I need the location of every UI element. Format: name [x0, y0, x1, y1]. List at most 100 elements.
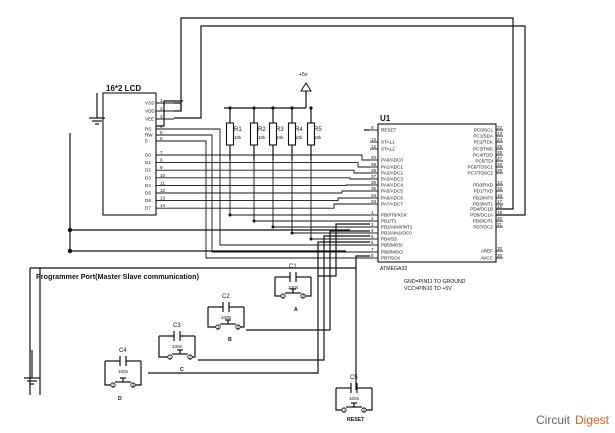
mcu-pin-number: 38: [371, 168, 377, 173]
lcd-pin-number: 12: [160, 188, 166, 193]
mcu-pin-number: 6: [371, 240, 374, 245]
mcu-pin-pb2-ain0-int2: PB2/AIN0/INT2: [381, 225, 413, 230]
mcu-pin-pa3-adc3: PA3/ADC3: [381, 177, 403, 182]
circuitdigest-logo: Circuit Digest: [536, 413, 610, 427]
resistor-value: 10k: [258, 135, 266, 140]
lcd-pin-number: 14: [160, 203, 166, 208]
mcu-pin-number: 23: [497, 131, 503, 136]
mcu-pin-pc7-tosc2: PC7/TOSC2: [468, 171, 494, 176]
button-label: D: [118, 396, 122, 402]
lcd-pin-d4: D4: [145, 183, 151, 188]
mcu-pin-number: 22: [497, 125, 503, 130]
button-pin-icon: [300, 293, 306, 299]
mcu-pin-pb0-t0-xck: PB0/T0/XCK: [381, 213, 408, 218]
svg-text:2: 2: [237, 325, 240, 330]
mcu-pin-number: 28: [497, 162, 503, 167]
mcu-pin-pa1-adc1: PA1/ADC1: [381, 165, 403, 170]
mcu-pin-pc4-tdo: PC4/TDO: [473, 153, 493, 158]
capacitor-value: 100n: [221, 315, 232, 320]
mcu-pin-pa4-adc4: PA4/ADC4: [381, 183, 403, 188]
logo-part2: Digest: [575, 413, 610, 427]
svg-text:1: 1: [282, 294, 285, 299]
mcu-pin-aref: AREF: [481, 249, 493, 254]
svg-text:2: 2: [302, 294, 305, 299]
mcu-pin-number: 27: [497, 156, 503, 161]
lcd-pin-d7: D7: [145, 206, 151, 211]
mcu-pin-pd7-oc2: PD7/OC2: [473, 225, 493, 230]
lcd-pin-number: 6: [160, 136, 163, 141]
button-label: C: [180, 367, 184, 373]
mcu-pin-number: 30: [497, 253, 503, 258]
lcd-pin-number: 1: [160, 98, 163, 103]
mcu-pin-avcc: AVCC: [481, 256, 494, 261]
mcu-pin-reset: RESET: [381, 128, 397, 133]
resistor-name: R1: [234, 127, 242, 133]
mcu-pin-pd2-int0: PD2/INT0: [473, 196, 494, 201]
supply-label: +5v: [299, 72, 308, 78]
capacitor-name: C4: [119, 348, 127, 354]
mcu-pin-number: 16: [497, 193, 503, 198]
mcu-pin-number: 26: [497, 150, 503, 155]
mcu-pin-number: 1: [371, 210, 374, 215]
mcu-pin-number: 12: [371, 144, 377, 149]
bottom-ground-icon: [24, 350, 40, 385]
capacitor-value: 100n: [288, 285, 299, 290]
button-label: B: [228, 337, 232, 343]
mcu-pin-pc0-scl: PC0/SCL: [474, 128, 494, 133]
svg-text:2: 2: [363, 408, 366, 413]
mcu-pin-number: 2: [371, 216, 374, 221]
button-pin-icon: [235, 324, 241, 330]
mcu-pin-number: 24: [497, 137, 503, 142]
button-pin-icon: [187, 354, 193, 360]
mcu-pin-number: 8: [371, 253, 374, 258]
lcd-pin-number: 7: [160, 150, 163, 155]
mcu-pin-pa7-adc7: PA7/ADC7: [381, 202, 403, 207]
lcd-pin-rw: RW: [145, 133, 153, 138]
mcu-pin-pd5-oc1a: PD5/OC1A: [470, 213, 494, 218]
svg-text:1: 1: [343, 408, 346, 413]
lcd-pin-d2: D2: [145, 168, 151, 173]
mcu-pin-number: 19: [497, 210, 503, 215]
power-notes: GND=PIN11 TO GROUND VCC=PIN10 TO +5V: [404, 279, 466, 292]
lcd-data-bus: [174, 128, 370, 259]
capacitor-name: C3: [173, 323, 181, 329]
lcd-title: 16*2 LCD: [106, 84, 141, 93]
mcu-pin-xtal1: XTAL1: [381, 140, 395, 145]
lcd-ground-icon: [89, 93, 105, 125]
mcu-pin-pa6-adc6: PA6/ADC6: [381, 196, 403, 201]
mcu-pin-number: 32: [497, 246, 503, 251]
mcu-pin-number: 21: [497, 222, 503, 227]
svg-text:1: 1: [169, 355, 172, 360]
mcu-pin-pb5-mosi: PB5/MOSI: [381, 243, 403, 248]
mcu-pin-number: 17: [497, 199, 503, 204]
mcu-pin-number: 34: [371, 193, 377, 198]
note-gnd: GND=PIN11 TO GROUND: [404, 279, 466, 285]
lcd-pin-number: 3: [160, 114, 163, 119]
lcd-pin-d1: D1: [145, 160, 151, 165]
button-pin-icon: [215, 324, 221, 330]
button-pin-icon: [280, 293, 286, 299]
resistor-value: 10k: [314, 135, 322, 140]
mcu-pin-pb1-t1: PB1/T1: [381, 219, 397, 224]
mcu-pin-number: 15: [497, 186, 503, 191]
mcu-pin-number: 13: [371, 137, 377, 142]
button-pin-icon: [361, 407, 367, 413]
mcu-pin-number: 37: [371, 174, 377, 179]
supply-arrow-icon: [300, 82, 312, 92]
button-pin-icon: [341, 407, 347, 413]
mcu-pin-pb3-ain1-oc0: PB3/AIN1/OC0: [381, 231, 412, 236]
lcd-pin-number: 9: [160, 165, 163, 170]
capacitor-name: C1: [289, 264, 297, 270]
lcd-pin-number: 10: [160, 173, 166, 178]
button-label: A: [294, 307, 298, 313]
svg-text:1: 1: [112, 383, 115, 388]
mcu-pin-pd0-rxd: PD0/RXD: [473, 183, 494, 188]
lcd-pin-number: 5: [160, 130, 163, 135]
